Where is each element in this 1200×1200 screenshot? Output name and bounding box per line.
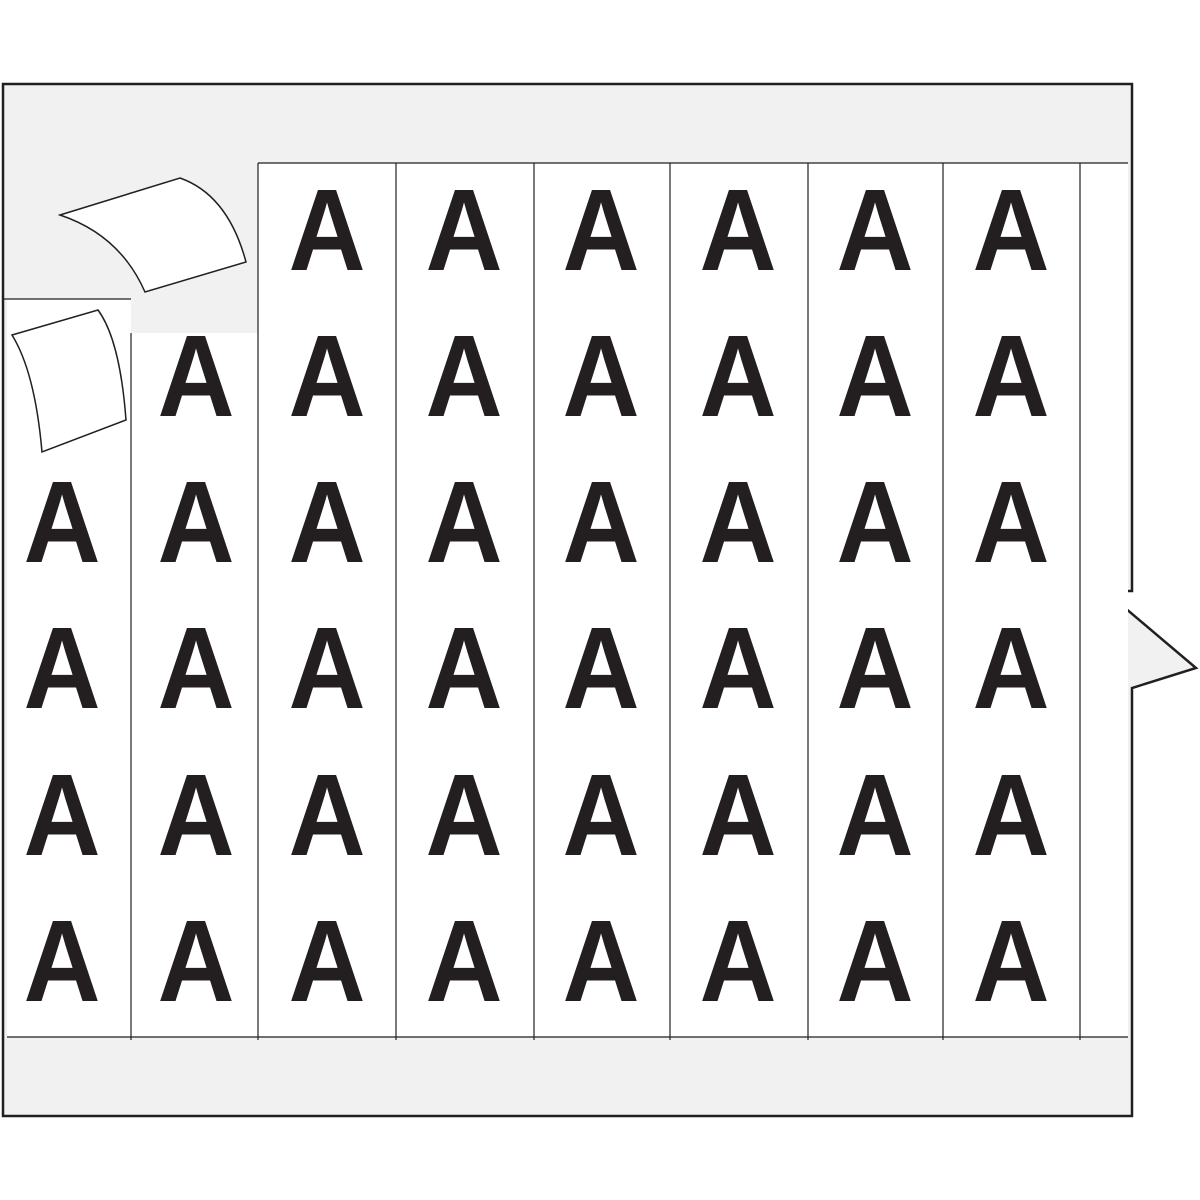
label-letter: A bbox=[562, 165, 639, 295]
label-letter: A bbox=[836, 165, 913, 295]
peeled-label-upper[interactable] bbox=[57, 177, 247, 293]
label-letter: A bbox=[288, 311, 365, 441]
label-letter: A bbox=[157, 896, 234, 1026]
label-letter: A bbox=[288, 457, 365, 587]
label-letter: A bbox=[23, 896, 100, 1026]
label-letter: A bbox=[425, 896, 502, 1026]
label-letter: A bbox=[836, 457, 913, 587]
label-letter: A bbox=[972, 896, 1049, 1026]
label-letter: A bbox=[699, 457, 776, 587]
label-letter: A bbox=[699, 603, 776, 733]
label-letter: A bbox=[157, 603, 234, 733]
label-letter: A bbox=[972, 165, 1049, 295]
label-letter: A bbox=[699, 165, 776, 295]
label-letter: A bbox=[562, 603, 639, 733]
label-letter: A bbox=[288, 896, 365, 1026]
label-letter: A bbox=[562, 896, 639, 1026]
label-letter: A bbox=[836, 603, 913, 733]
label-area bbox=[7, 163, 1128, 1037]
label-letter: A bbox=[157, 750, 234, 880]
label-letter: A bbox=[836, 311, 913, 441]
label-letter: A bbox=[562, 457, 639, 587]
label-letter: A bbox=[157, 457, 234, 587]
label-letter: A bbox=[562, 311, 639, 441]
label-letter: A bbox=[157, 311, 234, 441]
column-dividers bbox=[3, 162, 1128, 1040]
label-letter: A bbox=[836, 896, 913, 1026]
label-letter: A bbox=[425, 603, 502, 733]
label-letter: A bbox=[836, 750, 913, 880]
label-letter: A bbox=[425, 311, 502, 441]
label-letter: A bbox=[699, 896, 776, 1026]
label-letter: A bbox=[562, 750, 639, 880]
label-letter: A bbox=[972, 603, 1049, 733]
label-letter: A bbox=[288, 603, 365, 733]
label-letter: A bbox=[972, 311, 1049, 441]
label-letter: A bbox=[23, 750, 100, 880]
label-letter: A bbox=[288, 750, 365, 880]
label-letter: A bbox=[699, 750, 776, 880]
label-letter: A bbox=[699, 311, 776, 441]
label-letter: A bbox=[288, 165, 365, 295]
label-letter: A bbox=[425, 457, 502, 587]
label-letter: A bbox=[23, 457, 100, 587]
label-letter: A bbox=[972, 457, 1049, 587]
label-letter: A bbox=[972, 750, 1049, 880]
peeled-label-lower[interactable] bbox=[10, 309, 127, 454]
label-letter: A bbox=[425, 750, 502, 880]
label-letter: A bbox=[425, 165, 502, 295]
label-letter: A bbox=[23, 603, 100, 733]
